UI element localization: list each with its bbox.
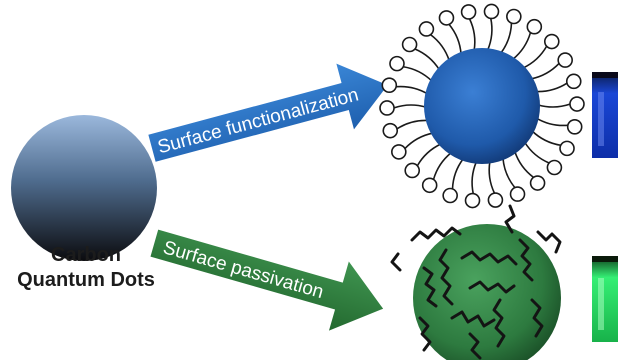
ligand-stem [448,23,462,55]
ligand-head [460,4,477,20]
ligand-head [565,73,582,90]
ligand-head [487,192,504,208]
label-line-2: Quantum Dots [17,269,155,291]
ligand-head [546,159,563,176]
functionalized-dot [379,3,585,209]
ligand-stem [536,82,568,93]
ligand-head [404,162,421,179]
ligand-stem [537,103,571,108]
ligand-stem [396,85,428,95]
blue-fluorescent-vial [592,72,618,158]
ligand-head [529,175,546,191]
passivated-dot [390,204,562,360]
ligand-stem [404,132,434,150]
ligand-head [382,122,399,139]
ligand-stem [451,158,464,189]
ligand-stem [531,130,561,147]
ligand-head [442,187,458,204]
ligand-head [543,33,560,50]
ligand-head [557,52,573,68]
ligand-stem [396,119,428,130]
ligand-head [526,18,543,35]
functionalized-sphere [424,48,540,164]
ligand-stem [416,143,442,167]
ligand-stem [522,45,548,69]
passivating-polymer-chains [390,204,562,360]
functionalization-arrow: Surface functionalization [148,63,388,162]
ligand-stem [512,32,532,60]
ligand-stem [524,141,550,164]
ligand-stem [486,18,493,51]
ligand-head [379,100,395,116]
ligand-head [506,8,522,25]
ligand-head [389,55,405,72]
ligand-head [391,144,407,160]
ligand-head [401,36,418,53]
ligand-stem [432,152,452,180]
ligand-stem [393,104,427,109]
ligand-stem [536,117,568,127]
ligand-stem [500,23,513,54]
ligand-head [381,77,398,93]
passivation-arrow: Surface passivation [150,229,384,331]
ligand-head [483,3,500,20]
ligand-head [569,96,585,112]
ligand-stem [403,65,433,82]
surface-ligands [379,3,585,209]
ligand-head [509,186,526,202]
ligand-head [438,10,455,26]
label-line-1: Carbon [51,244,121,266]
carbon-quantum-dots-label: Carbon Quantum Dots [6,243,166,293]
ligand-stem [488,161,496,194]
green-fluorescent-vial [592,256,618,342]
ligand-stem [502,157,516,189]
ligand-stem [430,33,450,61]
ligand-head [421,177,438,194]
passivated-sphere [413,224,561,360]
ligand-stem [530,62,560,80]
ligand-head [559,140,575,157]
passivation-label: Surface passivation [161,237,326,303]
ligand-stem [468,18,476,51]
ligand-head [418,21,435,37]
ligand-stem [414,48,440,71]
ligand-stem [514,151,534,179]
ligand-head [566,119,583,135]
ligand-head [464,192,481,209]
ligand-stem [471,161,478,194]
carbon-quantum-dot-sphere [11,115,157,261]
functionalization-label: Surface functionalization [155,84,360,158]
